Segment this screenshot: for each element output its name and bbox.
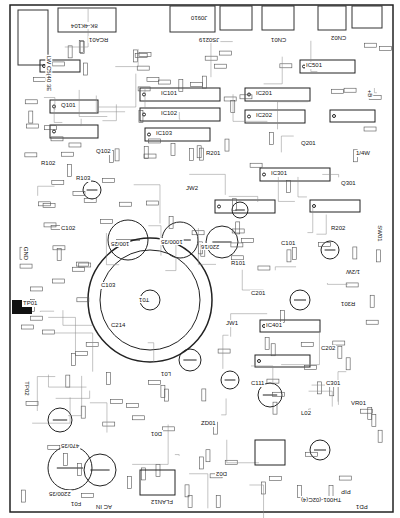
component-label: R101	[230, 260, 246, 267]
component-label: 100/25	[110, 240, 130, 247]
component-label: L02	[300, 410, 312, 417]
component-label: Q201	[300, 140, 317, 147]
component-label: IC103	[155, 130, 173, 137]
component-label: ZD01	[200, 420, 217, 427]
fuse-holder	[140, 470, 175, 495]
component-label: GND	[22, 246, 29, 261]
component-label: 470/35	[60, 442, 80, 449]
component-label: R103	[75, 175, 91, 182]
component-label: IC501	[305, 62, 323, 69]
component-label: AC IN	[95, 503, 113, 510]
component-label: 8K-4K104	[70, 22, 99, 29]
component-label: CN01	[270, 36, 287, 43]
component-label: IC301	[270, 170, 288, 177]
component-label: JW2	[185, 185, 199, 192]
component-label: C111	[250, 380, 265, 387]
component-label: R301	[340, 300, 356, 307]
component-label: JW1	[225, 320, 239, 327]
component-label: C301	[325, 380, 341, 387]
component-label: SW01	[376, 224, 383, 242]
component-label: 2200/35	[48, 490, 72, 497]
connectors	[18, 6, 382, 65]
component-label: IC401	[265, 322, 283, 329]
component-label: LW C5(40 3E	[45, 55, 52, 93]
component-label: C102	[60, 225, 76, 232]
component-label: L01	[160, 370, 172, 377]
heatsink	[255, 440, 285, 465]
component-label: R202	[330, 225, 346, 232]
component-label: R201	[205, 150, 221, 157]
ic-outlines	[40, 60, 375, 367]
component-label: IC102	[160, 110, 178, 117]
component-label: +B	[366, 89, 373, 99]
board-outline	[10, 5, 393, 512]
component-label: R102	[40, 160, 56, 167]
component-label: C214	[110, 322, 126, 329]
component-label: 1000/35	[160, 238, 184, 245]
component-label: PD1	[355, 503, 369, 510]
component-label: VR01	[350, 400, 367, 407]
component-label: C201	[250, 290, 266, 297]
component-label: 1/2W	[345, 268, 361, 275]
component-label: PIP	[340, 488, 352, 495]
component-label: 220/16	[200, 243, 220, 250]
component-label: IC201	[255, 90, 273, 97]
component-label: TP01	[22, 300, 38, 307]
component-label: RCA01	[88, 36, 109, 43]
component-label: Q101	[60, 102, 77, 109]
component-footprints	[20, 40, 391, 507]
component-label: IC202	[255, 112, 273, 119]
traces	[32, 9, 377, 518]
component-label: T01	[138, 296, 150, 303]
component-label: Q102	[95, 148, 112, 155]
component-label: 1/4W	[355, 150, 371, 157]
component-label: D02	[215, 470, 228, 477]
component-label: CN02	[330, 34, 347, 41]
component-label: JS0219	[198, 36, 220, 43]
component-label: C202	[320, 345, 336, 352]
component-label: IC101	[160, 90, 178, 97]
component-label: J0910	[190, 14, 208, 21]
component-label: Q301	[340, 180, 357, 187]
component-label: C101	[280, 240, 296, 247]
component-label: FLAN12	[150, 498, 174, 505]
component-label: D01	[150, 430, 163, 437]
component-label: TP02	[23, 380, 30, 396]
component-label: F01	[70, 500, 82, 507]
component-label: TH001-(02C(4)	[300, 496, 342, 503]
capacitors	[48, 181, 339, 490]
component-label: C103	[100, 282, 116, 289]
